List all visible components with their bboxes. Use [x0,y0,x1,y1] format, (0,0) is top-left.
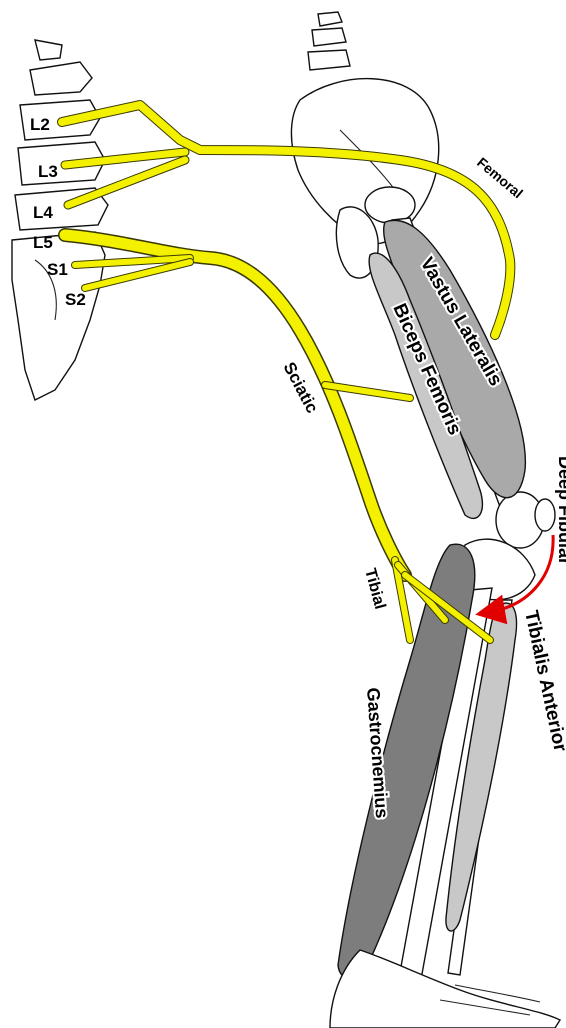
label-l3: L3 [38,162,58,181]
sacrum [12,232,105,400]
sciatic-nerve [65,235,405,575]
label-l5: L5 [33,233,53,252]
lumbar-spine [15,40,108,230]
label-s2: S2 [65,290,86,309]
label-deep-fibular: Deep Fibular [555,456,566,565]
label-gastrocnemius: Gastrocnemius [363,687,392,819]
label-s1: S1 [47,260,68,279]
label-tibial: Tibial [361,567,388,611]
label-l4: L4 [33,203,53,222]
label-l2: L2 [30,115,50,134]
label-tibialis-anterior: Tibialis Anterior [520,609,566,754]
upper-spine-right [308,12,350,70]
foot [330,950,560,1028]
